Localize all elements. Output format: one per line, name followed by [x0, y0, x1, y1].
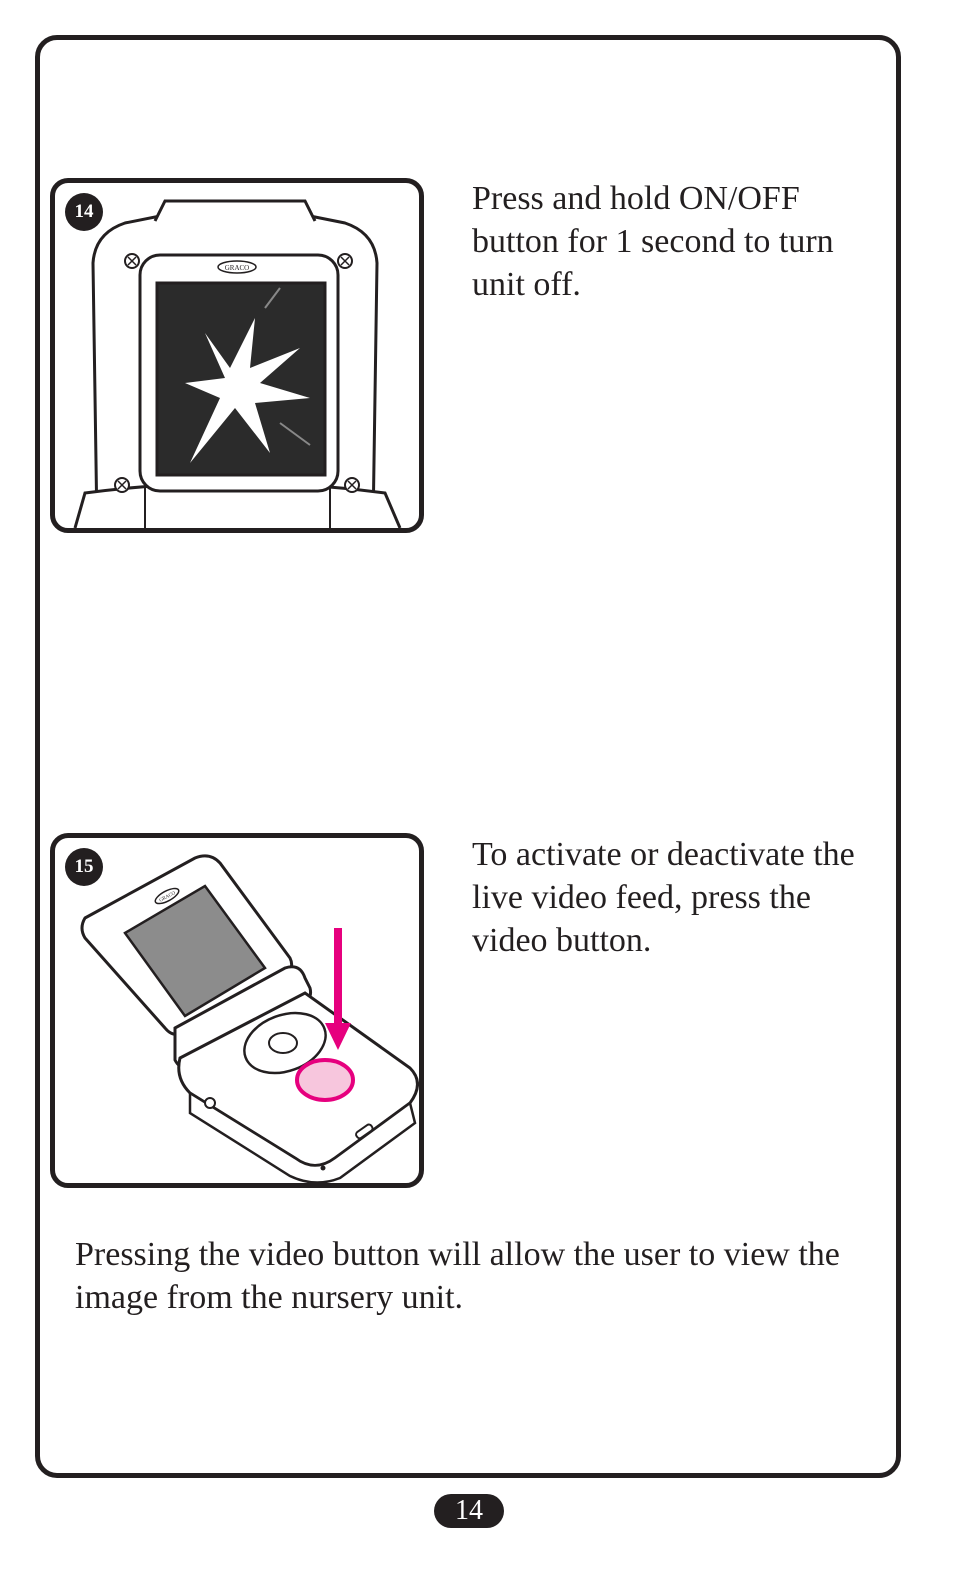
press-arrow-icon: [325, 928, 351, 1050]
handheld-video-button-illustration: GRACO: [80, 854, 419, 1183]
page-number: 14: [434, 1494, 504, 1528]
figure-14: 14 GRACO: [50, 178, 424, 533]
step-14-badge: 14: [65, 193, 103, 231]
video-button-note: Pressing the video button will allow the…: [75, 1236, 840, 1316]
figure-15: 15 GRACO: [50, 833, 424, 1188]
step-14-instruction: Press and hold ON/OFF button for 1 secon…: [472, 180, 834, 303]
video-button-highlight: [295, 1058, 355, 1102]
graco-logo: GRACO: [217, 260, 257, 274]
page-frame: [35, 35, 901, 1478]
step-15-instruction: To activate or deactivate the live video…: [472, 836, 855, 959]
step-15-badge: 15: [65, 848, 103, 886]
monitor-off-illustration: GRACO: [73, 199, 402, 528]
svg-text:GRACO: GRACO: [225, 264, 250, 272]
